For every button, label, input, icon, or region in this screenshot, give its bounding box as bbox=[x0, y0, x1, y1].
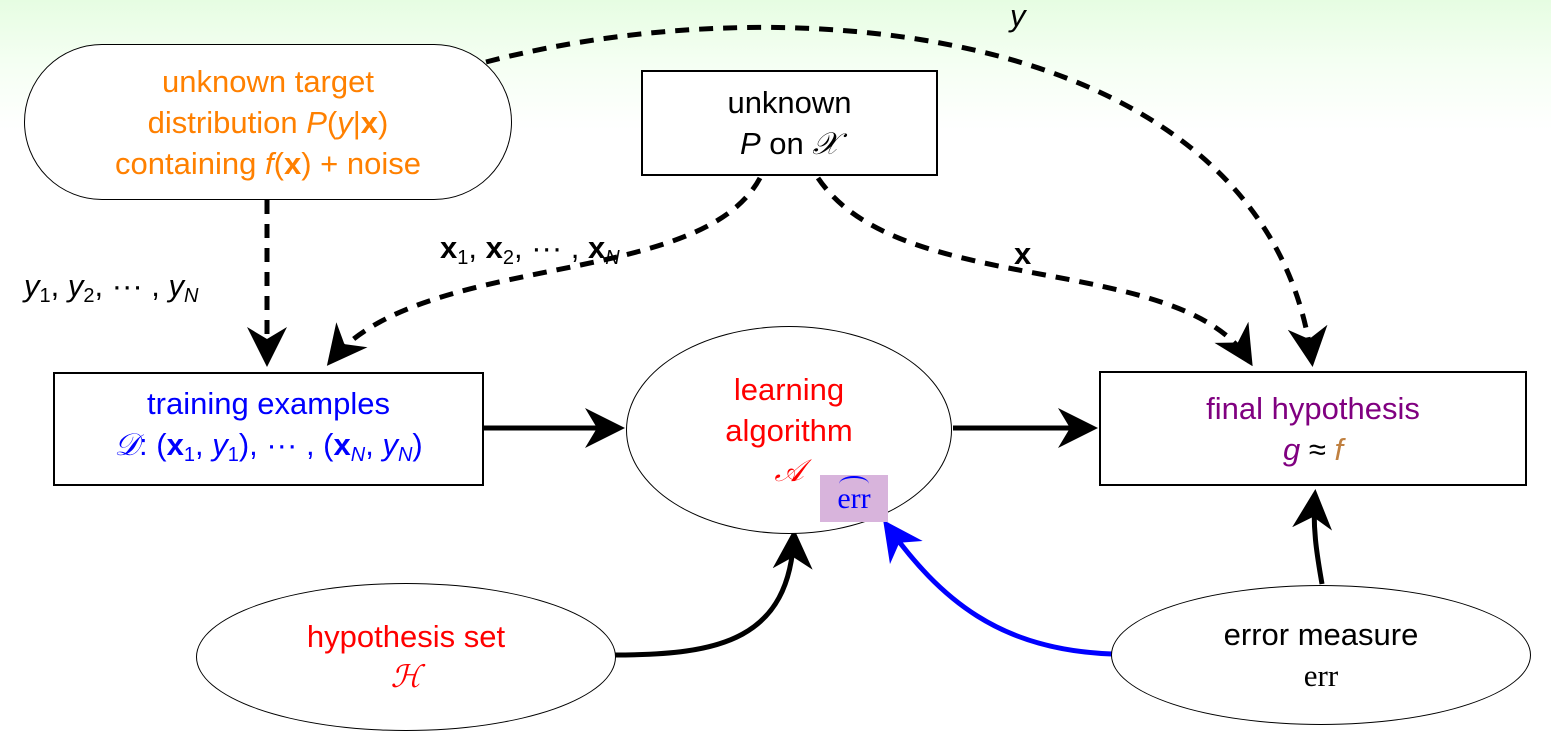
training-examples-node: training examples 𝒟: (x1, y1), ··· , (xN… bbox=[53, 372, 484, 486]
edge-label-x-list: x1, x2, ··· , xN bbox=[440, 230, 620, 269]
final-line-2: g ≈ f bbox=[1282, 431, 1344, 467]
hypothesis-set-node: hypothesis set ℋ bbox=[196, 583, 616, 731]
final-line-1: final hypothesis bbox=[1206, 390, 1420, 426]
learning-algorithm-node: learning algorithm 𝒜 bbox=[626, 326, 952, 534]
algorithm-line-2: algorithm bbox=[725, 412, 853, 448]
err-hat-badge: err bbox=[820, 475, 888, 522]
hypothesis-symbol: ℋ bbox=[390, 659, 422, 695]
edge-error-to-final bbox=[1292, 489, 1333, 585]
training-line-1: training examples bbox=[147, 385, 390, 421]
algorithm-line-1: learning bbox=[733, 371, 845, 407]
training-line-2: 𝒟: (x1, y1), ··· , (xN, yN) bbox=[114, 426, 423, 466]
edge-input-to-final bbox=[815, 176, 1253, 367]
edge-label-y-list: y1, y2, ··· , yN bbox=[24, 268, 199, 307]
edge-input-to-training bbox=[326, 176, 763, 366]
edge-error-to-errhat bbox=[883, 519, 1113, 657]
error-line-2: err bbox=[1303, 658, 1339, 693]
err-hat-label: err bbox=[837, 475, 871, 515]
hypothesis-line-1: hypothesis set bbox=[306, 619, 506, 654]
edge-hypothesis-to-algorithm bbox=[613, 529, 813, 658]
target-distribution-node: unknown target distribution P(y|x) conta… bbox=[24, 44, 512, 200]
edge-label-x: x bbox=[1014, 236, 1032, 271]
algorithm-symbol: 𝒜 bbox=[774, 452, 804, 489]
edge-label-y: y bbox=[1010, 0, 1026, 33]
input-distribution-node: unknown P on 𝒳 bbox=[641, 70, 938, 176]
target-line-2: distribution P(y|x) bbox=[147, 104, 389, 140]
target-line-1: unknown target bbox=[162, 63, 374, 99]
error-line-1: error measure bbox=[1223, 617, 1419, 652]
error-measure-node: error measure err bbox=[1111, 585, 1531, 725]
input-line-1: unknown bbox=[727, 84, 852, 120]
input-line-2: P on 𝒳 bbox=[739, 125, 840, 162]
target-line-3: containing f(x) + noise bbox=[115, 145, 421, 181]
final-hypothesis-node: final hypothesis g ≈ f bbox=[1099, 371, 1527, 486]
edge-target-to-final-y bbox=[485, 24, 1328, 367]
